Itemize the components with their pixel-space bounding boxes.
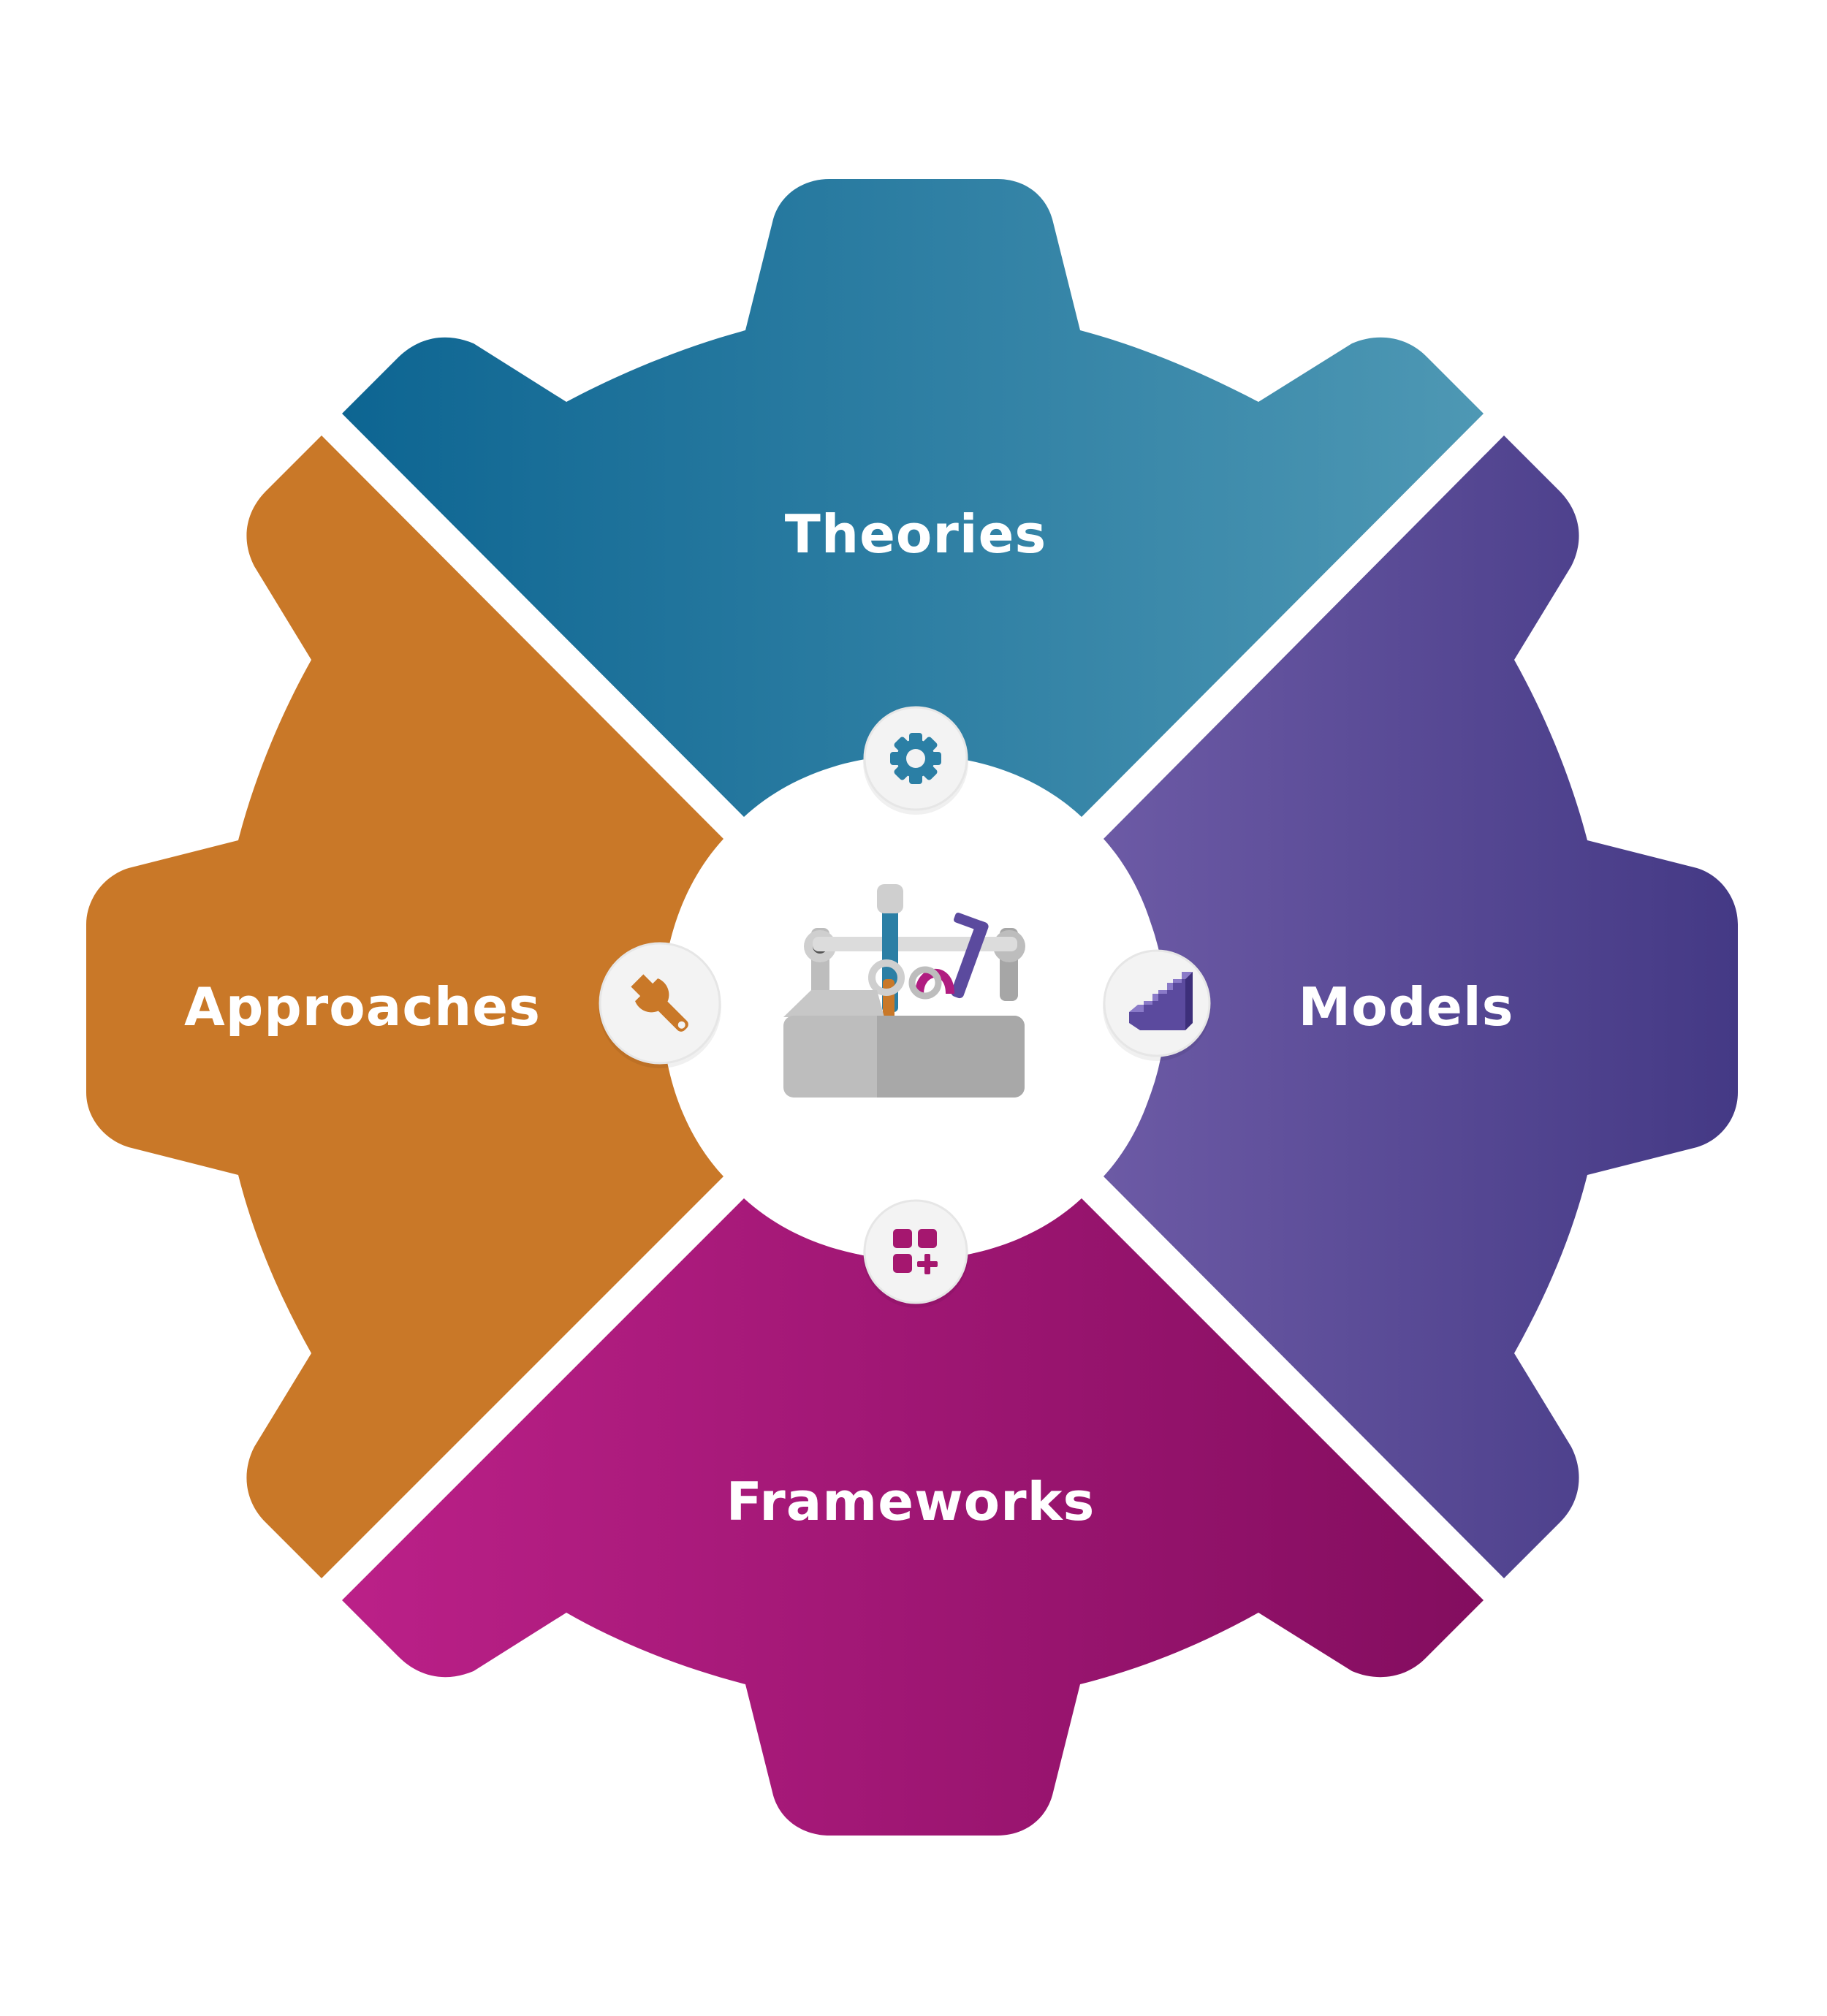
stairs-icon [1129,972,1193,1030]
badge-models [1103,949,1211,1061]
grid-plus-icon [893,1229,938,1274]
label-models: Models [1298,976,1513,1038]
toolbox-icon [783,884,1025,1098]
wrench-icon [631,974,688,1032]
segment-frameworks [342,1198,1484,1836]
segment-theories [342,179,1484,817]
segment-approaches [86,435,723,1578]
label-approaches: Approaches [184,976,541,1038]
center-hub [661,756,1166,1260]
segment-models [1104,435,1738,1578]
label-frameworks: Frameworks [726,1471,1095,1532]
label-theories: Theories [785,503,1047,565]
badge-approaches [599,942,721,1068]
gear-icon [890,733,941,784]
badge-frameworks [863,1199,968,1308]
badge-theories [863,706,968,815]
